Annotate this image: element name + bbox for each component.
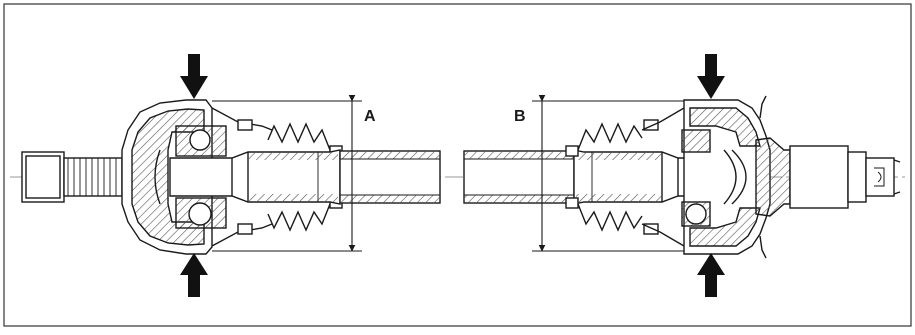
inner-joint-housing-right <box>681 99 771 255</box>
drive-shaft-right <box>463 150 575 204</box>
left-assembly <box>21 99 441 255</box>
splined-stub-left <box>21 151 123 203</box>
right-assembly <box>463 95 901 259</box>
dimension-label-a: A <box>364 108 376 125</box>
dimension-label-b: B <box>514 108 526 125</box>
stub-shaft-right <box>755 95 901 259</box>
up-arrow-icon <box>697 253 725 297</box>
down-arrow-icon <box>180 54 208 99</box>
drive-shaft-inner-left <box>169 149 341 205</box>
dimension-b <box>532 95 684 252</box>
joint-cage-left <box>175 125 227 229</box>
figure-frame <box>3 3 912 327</box>
up-arrow-icon <box>180 253 208 297</box>
down-arrow-icon <box>697 54 725 99</box>
dimension-a <box>212 95 362 252</box>
drive-shaft-left <box>339 150 441 204</box>
boot-right <box>565 107 685 247</box>
